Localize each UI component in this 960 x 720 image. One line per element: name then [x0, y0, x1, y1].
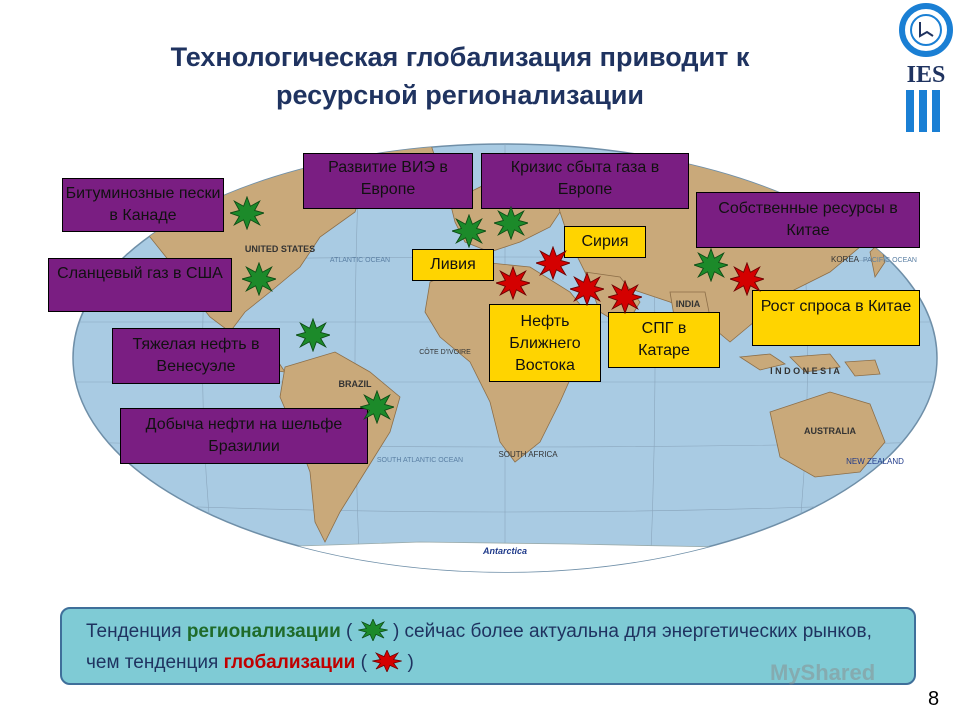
tag-vie-europe: Развитие ВИЭ в Европе: [303, 153, 473, 209]
summary-text-1: Тенденция: [86, 621, 187, 642]
label-new-zealand: NEW ZEALAND: [846, 457, 904, 466]
summary-box: Тенденция регионализации ( ) сейчас боле…: [60, 607, 916, 685]
green-starburst-icon: [360, 390, 394, 424]
tag-qatar-lng: СПГ в Катаре: [608, 312, 720, 368]
red-starburst-icon: [496, 266, 530, 300]
page-number: 8: [928, 688, 940, 710]
red-starburst-icon: [372, 649, 402, 673]
label-australia: AUSTRALIA: [804, 426, 856, 436]
tag-canada: Битуминозные пески в Канаде: [62, 178, 224, 232]
tag-syria: Сирия: [564, 226, 646, 258]
tag-gas-crisis-europe: Кризис сбыта газа в Европе: [481, 153, 689, 209]
summary-regionalization: регионализации: [186, 621, 341, 642]
red-starburst-icon: [608, 280, 642, 314]
green-starburst-icon: [494, 206, 528, 240]
ies-logo: IES: [896, 2, 960, 134]
tag-china-demand: Рост спроса в Китае: [752, 290, 920, 346]
tag-venezuela: Тяжелая нефть в Венесуэле: [112, 328, 280, 384]
watermark: MyShared: [770, 660, 876, 685]
red-starburst-icon: [570, 272, 604, 306]
green-starburst-icon: [296, 318, 330, 352]
red-starburst-icon: [536, 246, 570, 280]
label-cote-divoire: CÔTE D'IVOIRE: [419, 347, 471, 356]
label-india: INDIA: [676, 299, 701, 309]
label-antarctica: Antarctica: [482, 546, 527, 556]
australia-shape: [769, 391, 886, 478]
green-starburst-icon: [694, 248, 728, 282]
slide-title: Технологическая глобализация приводит к …: [90, 38, 830, 114]
tag-china-resources: Собственные ресурсы в Китае: [696, 192, 920, 248]
title-line-2: ресурсной регионализации: [275, 80, 645, 110]
summary-paren-open-2: (: [355, 652, 373, 673]
green-starburst-icon: [452, 214, 486, 248]
summary-text-2: ) сейчас более актуальна для энергетичес…: [86, 621, 872, 673]
tag-brazil-shelf: Добыча нефти на шельфе Бразилии: [120, 408, 368, 464]
summary-paren-open: (: [340, 621, 358, 642]
green-starburst-icon: [242, 262, 276, 296]
tag-middle-east-oil: Нефть Ближнего Востока: [489, 304, 601, 382]
label-pacific: PACIFIC OCEAN: [863, 257, 917, 264]
green-starburst-icon: [230, 196, 264, 230]
label-brazil: BRAZIL: [339, 379, 372, 389]
title-line-1: Технологическая глобализация приводит к: [170, 42, 750, 72]
label-south-africa: SOUTH AFRICA: [498, 450, 558, 459]
label-korea: KOREA: [831, 255, 860, 264]
green-starburst-icon: [357, 618, 388, 642]
logo-text: IES: [907, 62, 946, 88]
label-indonesia: I N D O N E S I A: [770, 366, 840, 376]
red-starburst-icon: [730, 262, 764, 296]
label-atlantic-south: SOUTH ATLANTIC OCEAN: [377, 457, 463, 464]
label-united-states: UNITED STATES: [245, 244, 315, 254]
label-atlantic-north: ATLANTIC OCEAN: [330, 257, 390, 264]
summary-paren-close: ): [402, 652, 414, 673]
summary-globalization: глобализации: [223, 652, 356, 673]
tag-usa: Сланцевый газ в США: [48, 258, 232, 312]
tag-libya: Ливия: [412, 249, 494, 281]
